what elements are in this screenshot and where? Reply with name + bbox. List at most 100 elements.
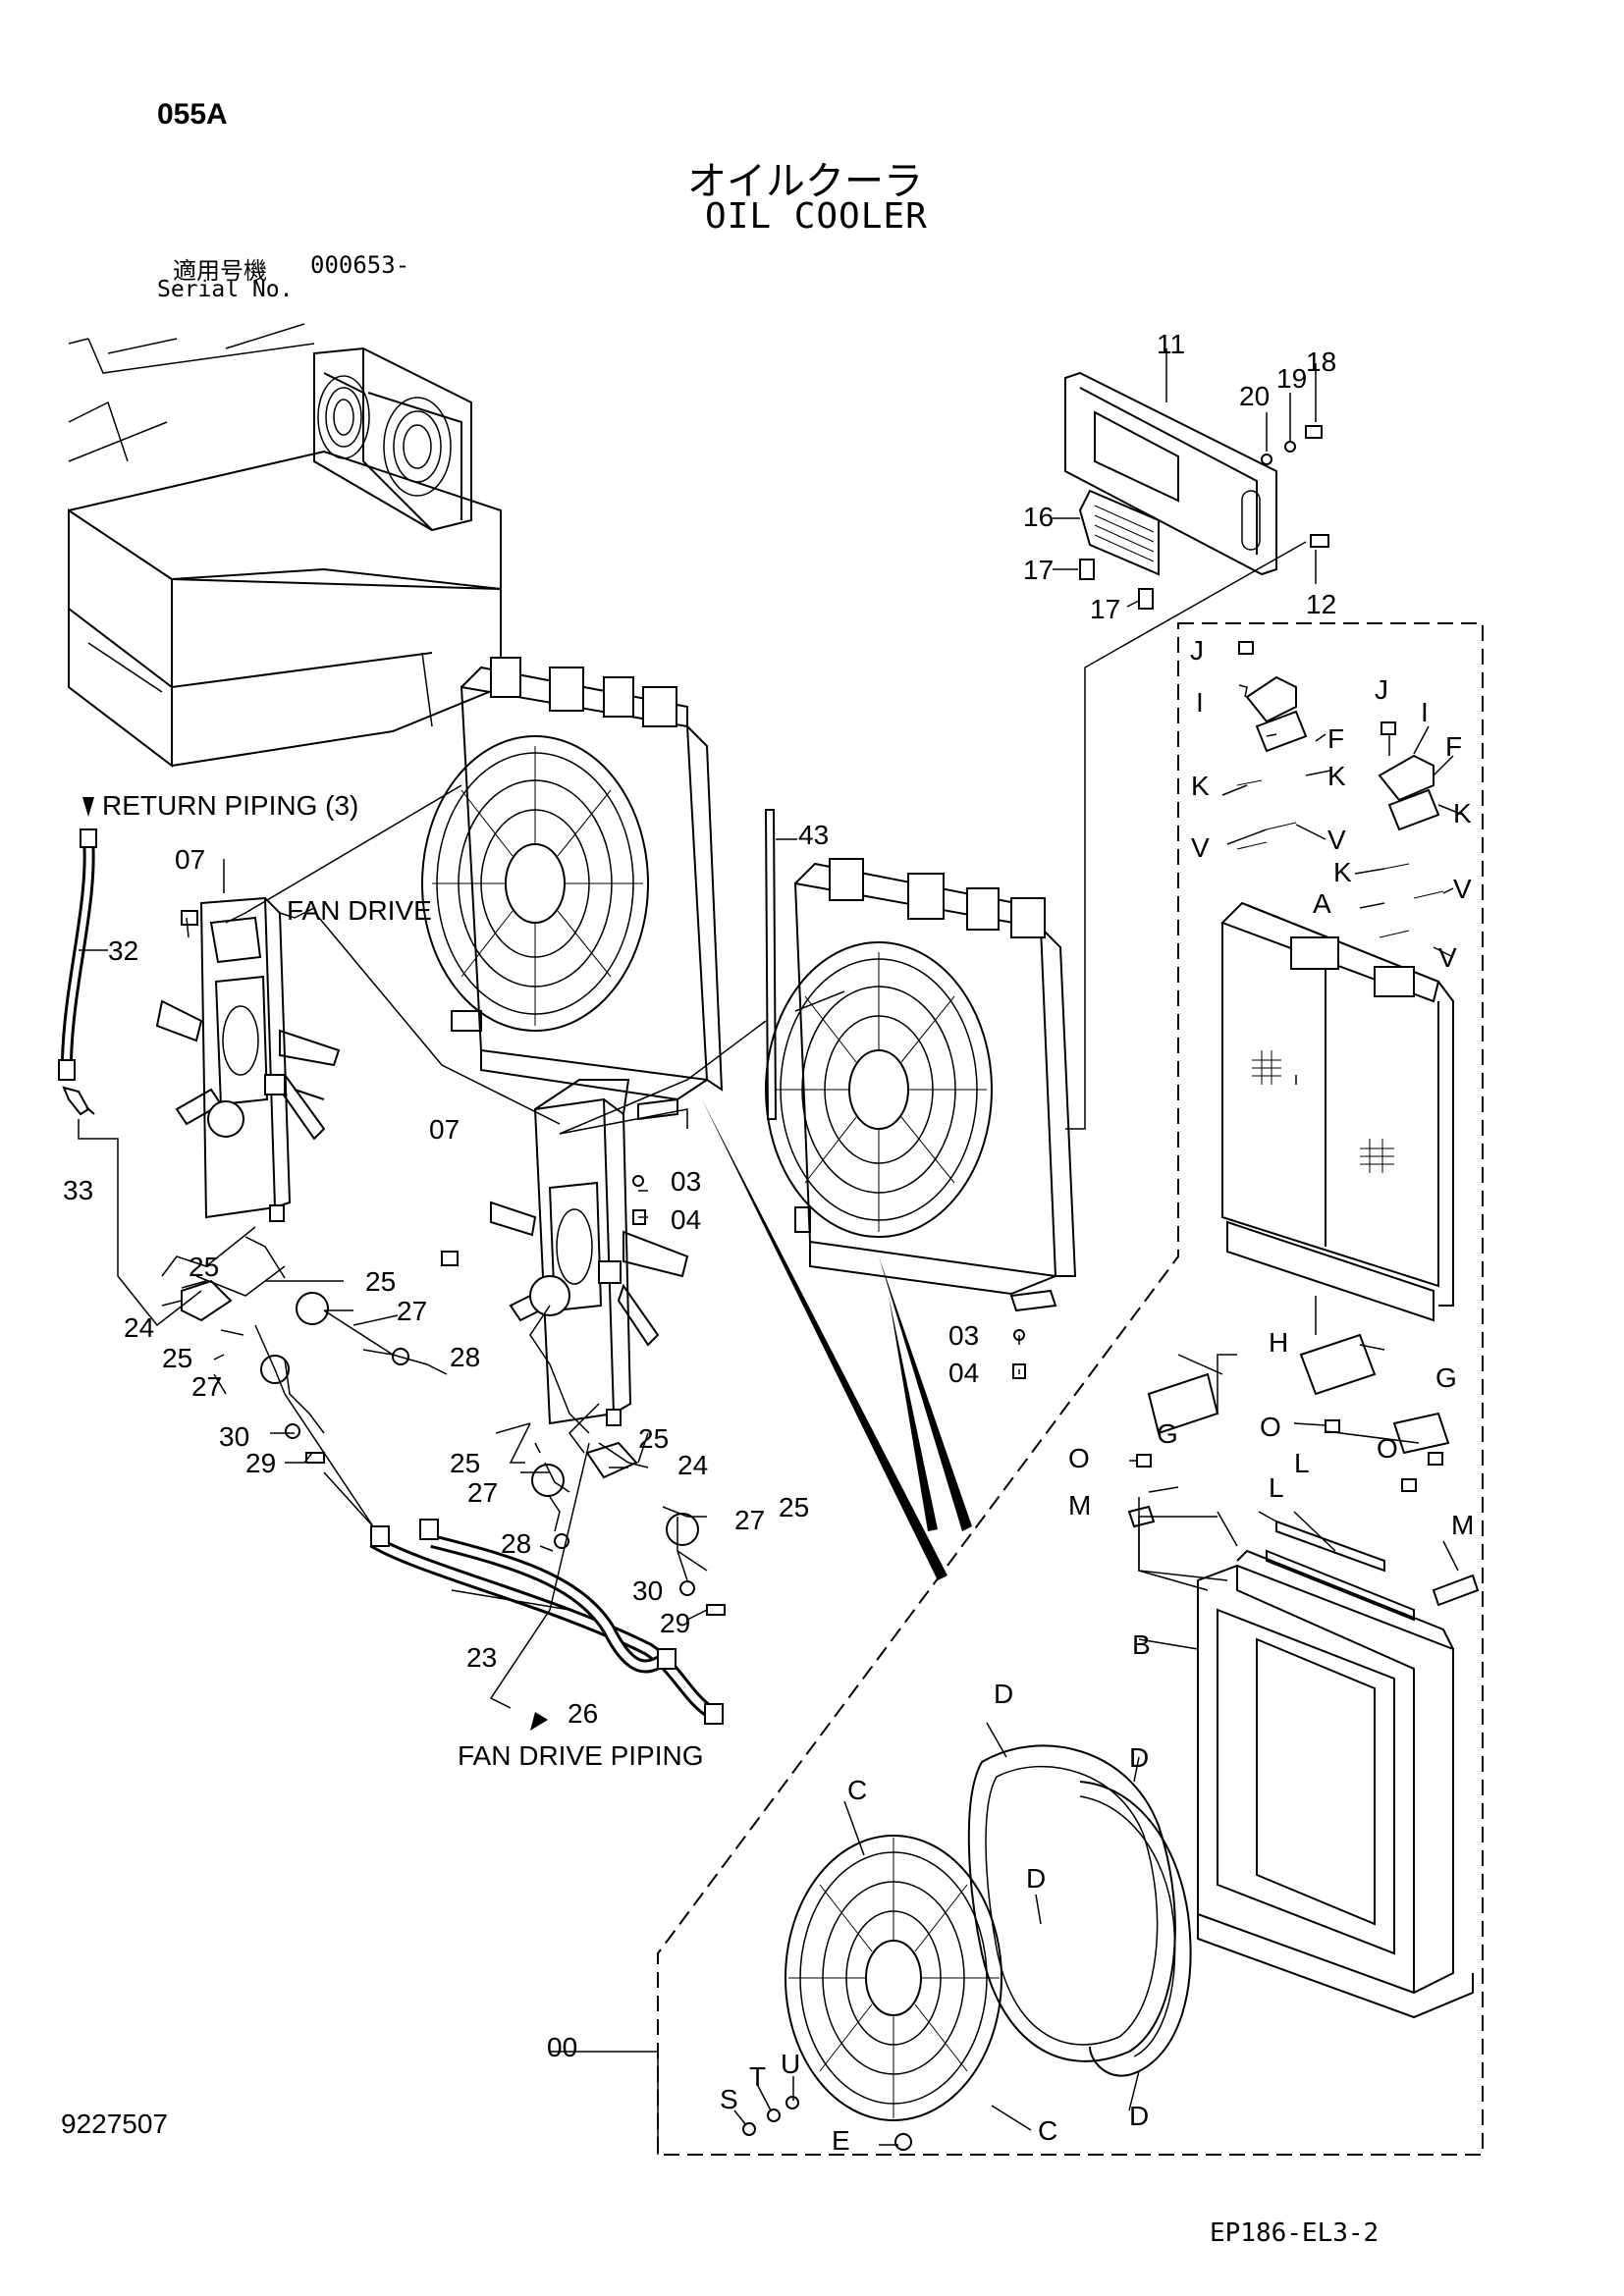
leader-12	[1065, 541, 1307, 1130]
callout-11: 11	[1157, 329, 1185, 359]
callout-L: L	[1294, 1448, 1310, 1478]
connection-wedge	[889, 1296, 938, 1531]
callout-H: H	[1269, 1327, 1288, 1358]
callout-K: K	[1333, 857, 1352, 887]
radiator-assembly-rear	[421, 657, 724, 1121]
note-return-piping: RETURN PIPING (3)	[102, 790, 358, 821]
callout-J: J	[1375, 674, 1388, 705]
callout-27: 27	[467, 1477, 498, 1508]
callout-O: O	[1068, 1443, 1090, 1473]
drawing-code: EP186-EL3-2	[1210, 2218, 1380, 2248]
callout-C: C	[847, 1775, 867, 1805]
callout-K: K	[1191, 771, 1210, 801]
return-piping-arrow	[82, 797, 94, 817]
callout-G: G	[1435, 1362, 1457, 1393]
callout-24: 24	[124, 1312, 154, 1343]
callout-29: 29	[660, 1608, 690, 1638]
callout-D: D	[1129, 2101, 1149, 2131]
return-hose	[58, 828, 97, 1116]
callout-33: 33	[63, 1175, 93, 1205]
callout-04: 04	[671, 1204, 701, 1235]
radiator-core	[1220, 901, 1454, 1322]
callout-17: 17	[1090, 594, 1120, 624]
callout-29: 29	[245, 1448, 276, 1478]
serial-label: Serial No.	[157, 277, 294, 302]
callout-25: 25	[162, 1343, 192, 1373]
callout-A: A	[1313, 888, 1331, 919]
callout-V: V	[1438, 942, 1457, 973]
callout-18: 18	[1306, 347, 1336, 377]
callout-G: G	[1157, 1418, 1178, 1449]
callout-D: D	[994, 1679, 1013, 1709]
fan-drive-piping-arrow	[530, 1712, 548, 1731]
callout-27: 27	[191, 1371, 222, 1402]
oil-cooler-bracket	[1064, 371, 1329, 610]
page-title: OIL COOLER	[705, 196, 928, 237]
callout-20: 20	[1239, 381, 1270, 411]
callout-27: 27	[397, 1296, 427, 1326]
callout-O: O	[1377, 1433, 1398, 1464]
callout-07: 07	[175, 844, 205, 875]
callout-V: V	[1327, 825, 1346, 855]
callout-32: 32	[108, 935, 138, 966]
callout-28: 28	[450, 1342, 480, 1372]
callout-03: 03	[948, 1320, 979, 1351]
callout-12: 12	[1306, 589, 1336, 619]
callout-S: S	[720, 2084, 738, 2114]
callout-V: V	[1191, 832, 1210, 863]
callout-30: 30	[632, 1575, 663, 1606]
assembly-outline	[657, 622, 1484, 2156]
callout-25: 25	[450, 1448, 480, 1478]
callout-U: U	[781, 2049, 800, 2079]
callout-25: 25	[189, 1252, 219, 1282]
note-fan-drive-piping: FAN DRIVE PIPING	[458, 1740, 704, 1771]
callout-O: O	[1260, 1412, 1281, 1442]
callout-17: 17	[1023, 555, 1054, 585]
callout-K: K	[1327, 761, 1346, 791]
callout-07: 07	[429, 1114, 460, 1145]
serial-number: 000653-	[310, 251, 410, 279]
callout-I: I	[1421, 697, 1429, 727]
callout-D: D	[1026, 1863, 1046, 1894]
callout-00: 00	[547, 2032, 577, 2062]
connection-wedge	[879, 1256, 972, 1531]
seal-strip	[764, 809, 778, 1120]
callout-C: C	[1038, 2115, 1057, 2146]
fan-drive-hoses	[369, 1519, 724, 1725]
page-title-japanese: オイルクーラ	[687, 159, 923, 204]
callout-T: T	[749, 2061, 766, 2092]
gaskets	[967, 1744, 1192, 2077]
callout-J: J	[1190, 635, 1204, 666]
callout-D: D	[1129, 1742, 1149, 1773]
callout-V: V	[1453, 874, 1472, 904]
leader-lines	[78, 348, 1464, 2155]
callout-M: M	[1068, 1490, 1091, 1521]
callout-16: 16	[1023, 502, 1054, 532]
radiator-frame	[1197, 1549, 1474, 2019]
callout-F: F	[1327, 723, 1344, 754]
fan-drive-center	[490, 1079, 689, 1426]
callout-24: 24	[677, 1450, 708, 1480]
callout-26: 26	[568, 1698, 598, 1729]
callout-I: I	[1196, 687, 1204, 718]
callout-25: 25	[779, 1492, 809, 1522]
callout-03: 03	[671, 1166, 701, 1197]
callout-28: 28	[501, 1528, 531, 1559]
callout-B: B	[1132, 1629, 1151, 1660]
machine-body-illustration	[68, 323, 502, 769]
callout-30: 30	[219, 1421, 249, 1452]
fan-guard	[785, 1835, 1002, 2121]
callout-27: 27	[734, 1505, 765, 1535]
note-fan-drive: FAN DRIVE	[287, 895, 432, 926]
callout-labels: RETURN PIPING (3) FAN DRIVE FAN DRIVE PI…	[63, 329, 1474, 2156]
fan-drive-left	[155, 896, 341, 1222]
mounting-parts	[1127, 675, 1480, 1622]
fittings	[181, 1279, 726, 1616]
callout-25: 25	[638, 1423, 669, 1454]
document-number: 9227507	[61, 2109, 169, 2139]
callout-43: 43	[798, 820, 829, 850]
callout-E: E	[832, 2125, 850, 2156]
callout-19: 19	[1276, 363, 1307, 394]
radiator-assembly-front	[765, 858, 1077, 1312]
